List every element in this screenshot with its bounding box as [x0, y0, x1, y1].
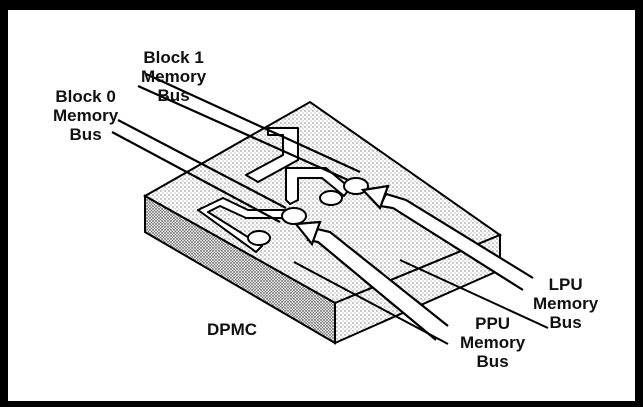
block0-bus [111, 119, 287, 223]
label-block1: Block 1 Memory Bus [141, 48, 207, 105]
long-bus-lines [293, 259, 549, 345]
label-lpu: LPU Memory Bus [533, 275, 599, 332]
block1-bus [137, 72, 361, 182]
pad-block0 [281, 207, 307, 225]
diagram-frame: Block 1 Memory Bus Block 0 Memory Bus LP… [8, 10, 635, 401]
internal-traces [197, 127, 351, 253]
ppu-bus [293, 220, 449, 341]
label-dpmc: DPMC [207, 320, 258, 339]
lpu-bus [360, 184, 534, 291]
pad-block1-b [319, 190, 343, 206]
pad-block0-b [247, 230, 271, 246]
dpmc-diagram [111, 72, 549, 345]
label-ppu: PPU Memory Bus [460, 314, 526, 371]
label-block0: Block 0 Memory Bus [53, 87, 119, 144]
